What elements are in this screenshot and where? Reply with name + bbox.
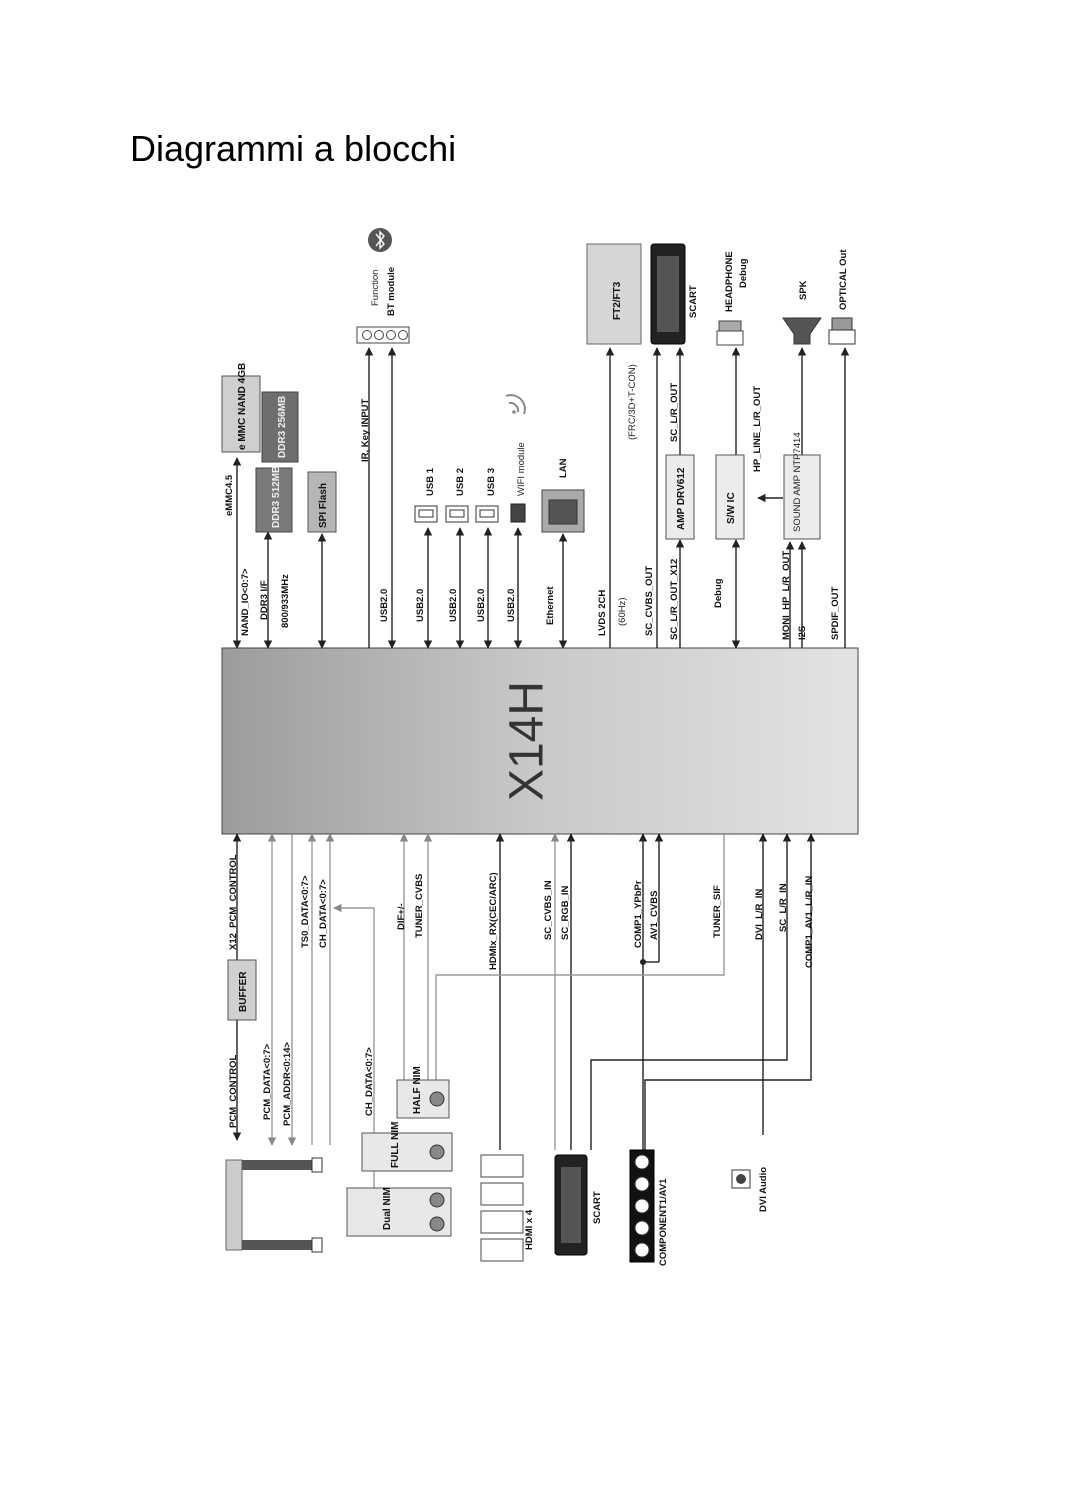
- signal-label: SC_L/R_IN: [778, 883, 789, 932]
- chip-label: X14H: [501, 681, 554, 801]
- page-title: Diagrammi a blocchi: [130, 128, 457, 169]
- ch-data2-label: CH_DATA<0:7>: [364, 1047, 375, 1116]
- pcmcia-slot-icon: [225, 1157, 323, 1253]
- signal-label: SC_CVBS_OUT: [644, 566, 655, 636]
- ddr3-b-label: DDR3 512MB: [271, 466, 282, 528]
- swic-block: [715, 454, 745, 540]
- emmc-label: e MMC NAND 4GB: [237, 363, 248, 450]
- signal-label: LVDS 2CH: [597, 590, 608, 636]
- full-nim-label: FULL NIM: [390, 1122, 401, 1168]
- signal-label: X12_PCM_CONTROL: [228, 854, 239, 950]
- usb3-port-icon: [475, 505, 499, 523]
- headphone-debug-label: Debug: [738, 258, 749, 288]
- half-nim-label: HALF NIM: [412, 1066, 423, 1114]
- wifi-module-block: [510, 503, 526, 523]
- signal-label: CH_DATA<0:7>: [318, 879, 329, 948]
- swic-label: S/W IC: [726, 492, 737, 524]
- signal-label: NAND_IO<0:7>: [240, 568, 251, 636]
- ft-label: FT2/FT3: [612, 281, 623, 320]
- headphone-label: HEADPHONE: [724, 251, 735, 312]
- signal-label: SC_RGB_IN: [560, 885, 571, 940]
- scart-in-label: SCART: [592, 1191, 603, 1224]
- pcm-addr-label: PCM_ADDR<0:14>: [282, 1042, 293, 1126]
- signal-label: SC_L/R_OUT_X12: [669, 559, 680, 640]
- signal-label: IR, Key INPUT: [360, 398, 371, 462]
- bt-function-label: Function: [370, 270, 381, 306]
- bottom-blocks: BUFFER PCM_CONTROL PCM_DATA<0:7> PCM_ADD…: [225, 971, 769, 1266]
- dvi-audio-label: DVI Audio: [758, 1167, 769, 1212]
- amp-block: [665, 454, 695, 540]
- signal-label: USB2.0: [379, 589, 390, 622]
- optical-label: OPTICAL Out: [838, 249, 849, 310]
- ft-block: [586, 243, 642, 345]
- signal-label: COMP1_YPbPr: [633, 880, 644, 948]
- signal-label: (60Hz): [617, 597, 628, 626]
- ddr3-a-block: [261, 391, 299, 463]
- signal-label: DIF+/-: [396, 903, 407, 930]
- usb3-label: USB 3: [486, 468, 497, 496]
- usb2-label: USB 2: [455, 468, 466, 496]
- spi-flash-block: [307, 471, 337, 533]
- top-connections: [232, 347, 850, 649]
- buffer-block: [227, 959, 257, 1021]
- signal-label: HDMIx_RX(CEC/ARC): [488, 872, 499, 970]
- signal-label: USB2.0: [415, 589, 426, 622]
- signal-label: USB2.0: [448, 589, 459, 622]
- usb2-port-icon: [445, 505, 469, 523]
- speaker-icon: [782, 317, 822, 345]
- signal-label: Ethernet: [545, 586, 556, 625]
- spk-label: SPK: [798, 280, 809, 300]
- usb1-label: USB 1: [425, 467, 436, 496]
- sc-lr-out-label: SC_L/R_OUT: [669, 383, 680, 442]
- hdmi-label: HDMI x 4: [524, 1209, 535, 1250]
- amp-label: AMP DRV612: [676, 467, 687, 530]
- signal-label: TUNER_CVBS: [414, 874, 425, 938]
- sound-amp-label: SOUND AMP NTP7414: [792, 432, 803, 532]
- signal-label: eMMC4.5: [224, 474, 235, 516]
- ddr3-a-label: DDR3 256MB: [277, 396, 288, 458]
- signal-label: TS0_DATA<0:7>: [300, 875, 311, 948]
- top-signal-labels: eMMC4.5 NAND_IO<0:7> DDR3 I/F 800/933MHz…: [224, 398, 841, 640]
- wifi-label: WIFI module: [516, 442, 527, 496]
- usb1-port-icon: [414, 505, 438, 523]
- bottom-connections: [227, 833, 816, 1195]
- pcm-control-label: PCM_CONTROL: [228, 1054, 239, 1128]
- chip-block: [221, 647, 859, 835]
- ddr3-b-block: [255, 467, 293, 533]
- signal-label: SC_CVBS_IN: [543, 880, 554, 940]
- signal-label: COMP1_AV1_L/R_IN: [804, 876, 815, 968]
- signal-label: USB2.0: [506, 589, 517, 622]
- hp-line-label: HP_LINE_L/R_OUT: [752, 386, 763, 472]
- bottom-signal-labels: X12_PCM_CONTROL TS0_DATA<0:7> CH_DATA<0:…: [228, 854, 815, 970]
- wifi-icon: [505, 394, 526, 415]
- headphone-jack-icon: [716, 320, 744, 346]
- top-blocks: e MMC NAND 4GB DDR3 256MB DDR3 512MB SPI…: [221, 228, 856, 540]
- signal-label: DDR3 I/F: [259, 580, 270, 620]
- component-label: COMPONENT1/AV1: [658, 1178, 669, 1266]
- scart-out-label: SCART: [688, 285, 699, 318]
- emmc-block: [221, 375, 261, 453]
- signal-label: Debug: [713, 578, 724, 608]
- bt-module-label: BT module: [386, 267, 397, 316]
- optical-out-icon: [828, 317, 856, 345]
- signal-label: AV1_CVBS: [649, 891, 660, 940]
- sound-amp-block: [783, 454, 821, 540]
- signal-label: SPDIF_OUT: [830, 586, 841, 640]
- pcm-data-label: PCM_DATA<0:7>: [262, 1043, 273, 1120]
- signal-label: I2S: [797, 626, 808, 640]
- signal-label: 800/933MHz: [280, 574, 291, 628]
- lan-label: LAN: [558, 458, 569, 478]
- signal-label: TUNER_SIF: [712, 885, 723, 938]
- dual-nim-label: Dual NIM: [382, 1187, 393, 1230]
- signal-label: MONI_HP_L/R_OUT: [781, 551, 792, 640]
- buffer-label: BUFFER: [238, 971, 249, 1012]
- signal-label: DVI_L/R_IN: [754, 889, 765, 940]
- spi-flash-label: SPI Flash: [318, 483, 329, 528]
- hdmi-ports-icon: [480, 1154, 524, 1262]
- signal-label: USB2.0: [476, 589, 487, 622]
- frc-label: (FRC/3D+T-CON): [627, 364, 638, 440]
